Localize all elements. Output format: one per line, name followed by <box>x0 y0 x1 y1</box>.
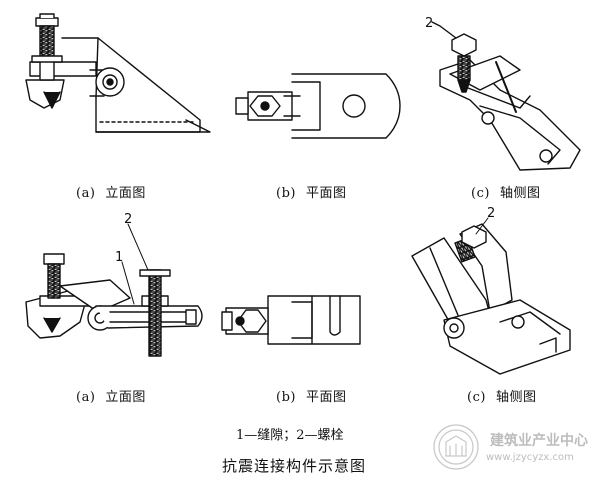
panel-a2-drawing <box>25 253 203 357</box>
caption-panel-a2: (a) 立面图 <box>76 386 146 405</box>
watermark-url: www.jzycyzx.com <box>486 452 574 463</box>
watermark-seal <box>433 424 479 470</box>
callout-gap-label: 1 <box>115 250 124 265</box>
callout-bolt-label: 2 <box>124 212 133 227</box>
caption-letter: (b) <box>276 390 296 405</box>
panel-b1-drawing <box>235 73 401 139</box>
caption-text: 轴侧图 <box>495 390 537 405</box>
callout-bolt-label: 2 <box>425 16 434 31</box>
caption-panel-a1: (a) 立面图 <box>76 182 146 201</box>
caption-letter: (a) <box>76 390 96 405</box>
callout-bolt-label: 2 <box>487 206 496 221</box>
caption-text: 立面图 <box>105 186 146 201</box>
legend: 1—缝隙；2—螺栓 <box>236 428 344 443</box>
caption-letter: (c) <box>471 186 490 201</box>
caption-panel-b1: (b) 平面图 <box>276 182 346 201</box>
caption-letter: (a) <box>76 186 96 201</box>
callout-leaders <box>121 217 489 305</box>
panel-b2-drawing <box>221 295 361 345</box>
panel-a1-drawing <box>25 13 211 133</box>
panel-c1-drawing <box>431 21 581 171</box>
caption-letter: (b) <box>276 186 296 201</box>
panel-c2-drawing <box>411 223 571 375</box>
caption-text: 平面图 <box>305 186 347 201</box>
caption-text: 轴侧图 <box>499 186 541 201</box>
caption-panel-c2: (c) 轴侧图 <box>467 386 536 405</box>
figure-title: 抗震连接构件示意图 <box>222 457 367 475</box>
caption-panel-c1: (c) 轴侧图 <box>471 182 540 201</box>
caption-letter: (c) <box>467 390 486 405</box>
caption-text: 立面图 <box>105 390 146 405</box>
caption-panel-b2: (b) 平面图 <box>276 386 346 405</box>
watermark-text: 建筑业产业中心 <box>490 433 588 449</box>
caption-text: 平面图 <box>305 390 347 405</box>
